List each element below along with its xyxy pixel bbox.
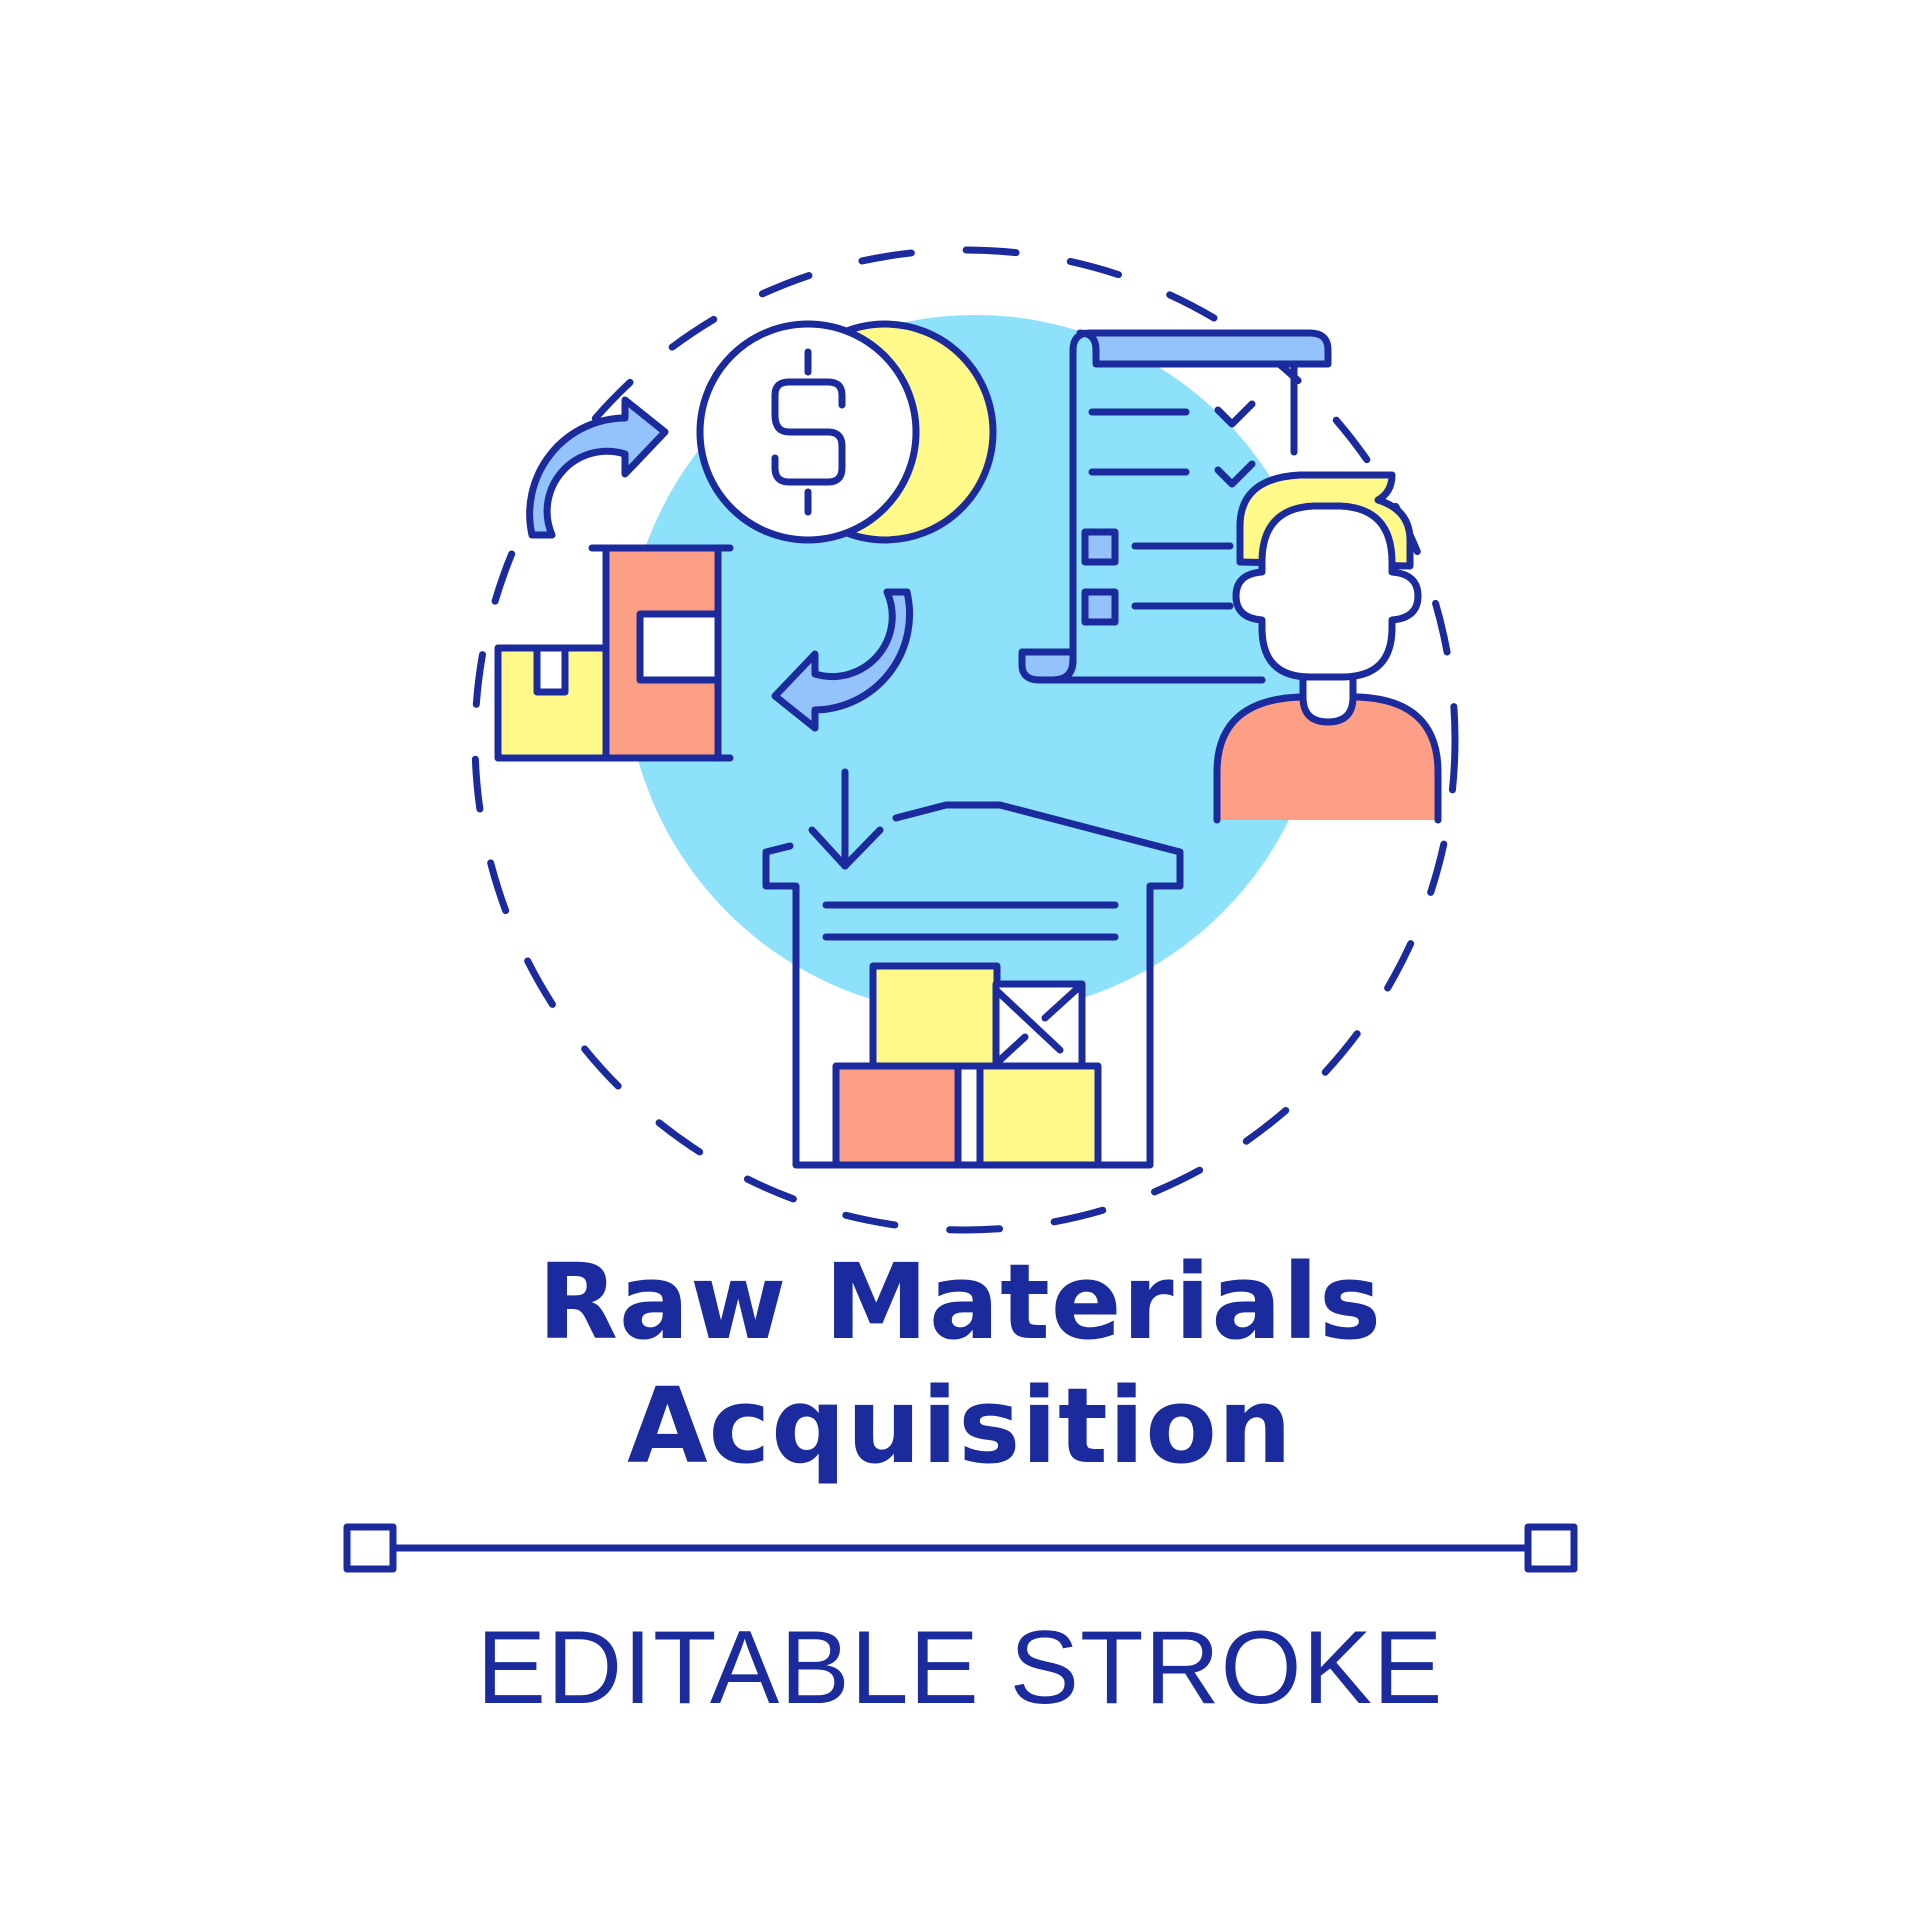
editable-stroke-label: EDITABLE STROKE [476, 1610, 1444, 1726]
title-line-1: Raw Materials [537, 1241, 1383, 1363]
warehouse-icon [762, 768, 1184, 1169]
shelf-with-boxes-icon [494, 544, 734, 762]
cycle-arrow-icon [771, 588, 914, 732]
editable-stroke-divider [343, 1523, 1578, 1573]
person-icon [1213, 471, 1442, 824]
dollar-coin-icon [696, 320, 997, 544]
dashed-ring [471, 246, 1459, 1234]
checklist-document-icon [1018, 329, 1332, 684]
page-title: Raw Materials Acquisition [0, 1240, 1920, 1488]
title-line-2: Acquisition [627, 1365, 1293, 1487]
cycle-arrow-icon [526, 396, 669, 539]
